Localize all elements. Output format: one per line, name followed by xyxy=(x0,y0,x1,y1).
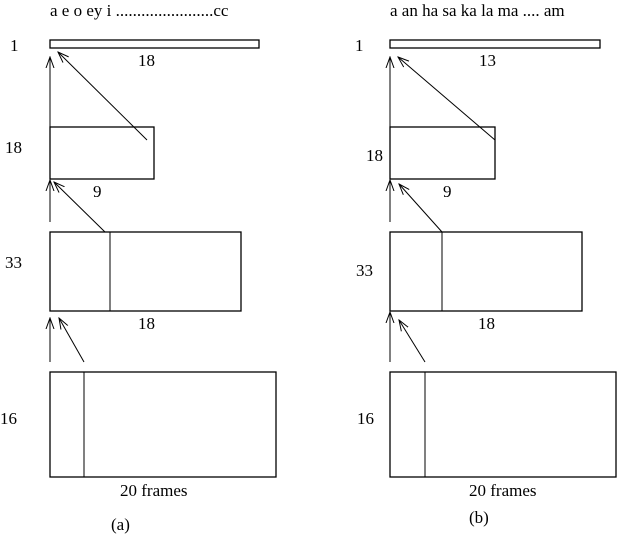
level-4-count: 20 frames xyxy=(120,481,188,500)
arrow-diagonal xyxy=(399,320,426,363)
level-3-label: 33 xyxy=(5,253,22,272)
level-2-label: 18 xyxy=(5,138,22,157)
level-4-box xyxy=(49,371,277,478)
arrow-diagonal xyxy=(398,57,496,141)
panel-b: a an ha sa ka la ma .... am 1 13 18 9 33… xyxy=(355,1,617,527)
level-2-count: 9 xyxy=(93,182,102,201)
panel-a-header: a e o ey i .......................cc xyxy=(50,1,229,20)
panel-b-header: a an ha sa ka la ma .... am xyxy=(390,1,565,20)
level-2-count: 9 xyxy=(443,182,452,201)
level-4-count: 20 frames xyxy=(469,481,537,500)
level-1-label: 1 xyxy=(10,36,19,55)
level-3-count: 18 xyxy=(478,314,495,333)
panel-a-caption: (a) xyxy=(111,515,130,534)
level-2-box xyxy=(389,126,496,180)
panel-b-caption: (b) xyxy=(469,508,489,527)
level-4-label: 16 xyxy=(0,409,17,428)
level-1-count: 13 xyxy=(479,51,496,70)
level-2-label: 18 xyxy=(366,146,383,165)
arrow-diagonal xyxy=(54,182,106,233)
arrow-diagonal xyxy=(59,318,85,363)
arrow-diagonal xyxy=(399,184,443,233)
arrow-diagonal xyxy=(58,52,148,141)
level-4-label: 16 xyxy=(357,409,374,428)
level-3-box xyxy=(49,231,242,312)
level-1-count: 18 xyxy=(138,51,155,70)
level-3-count: 18 xyxy=(138,314,155,333)
level-3-box xyxy=(389,231,583,312)
panel-a: a e o ey i .......................cc 1 1… xyxy=(0,1,277,534)
level-1-box xyxy=(389,39,601,49)
level-4-box xyxy=(389,371,617,478)
level-3-label: 33 xyxy=(356,261,373,280)
level-1-label: 1 xyxy=(355,36,364,55)
level-1-box xyxy=(49,39,260,49)
level-2-box xyxy=(49,126,155,180)
